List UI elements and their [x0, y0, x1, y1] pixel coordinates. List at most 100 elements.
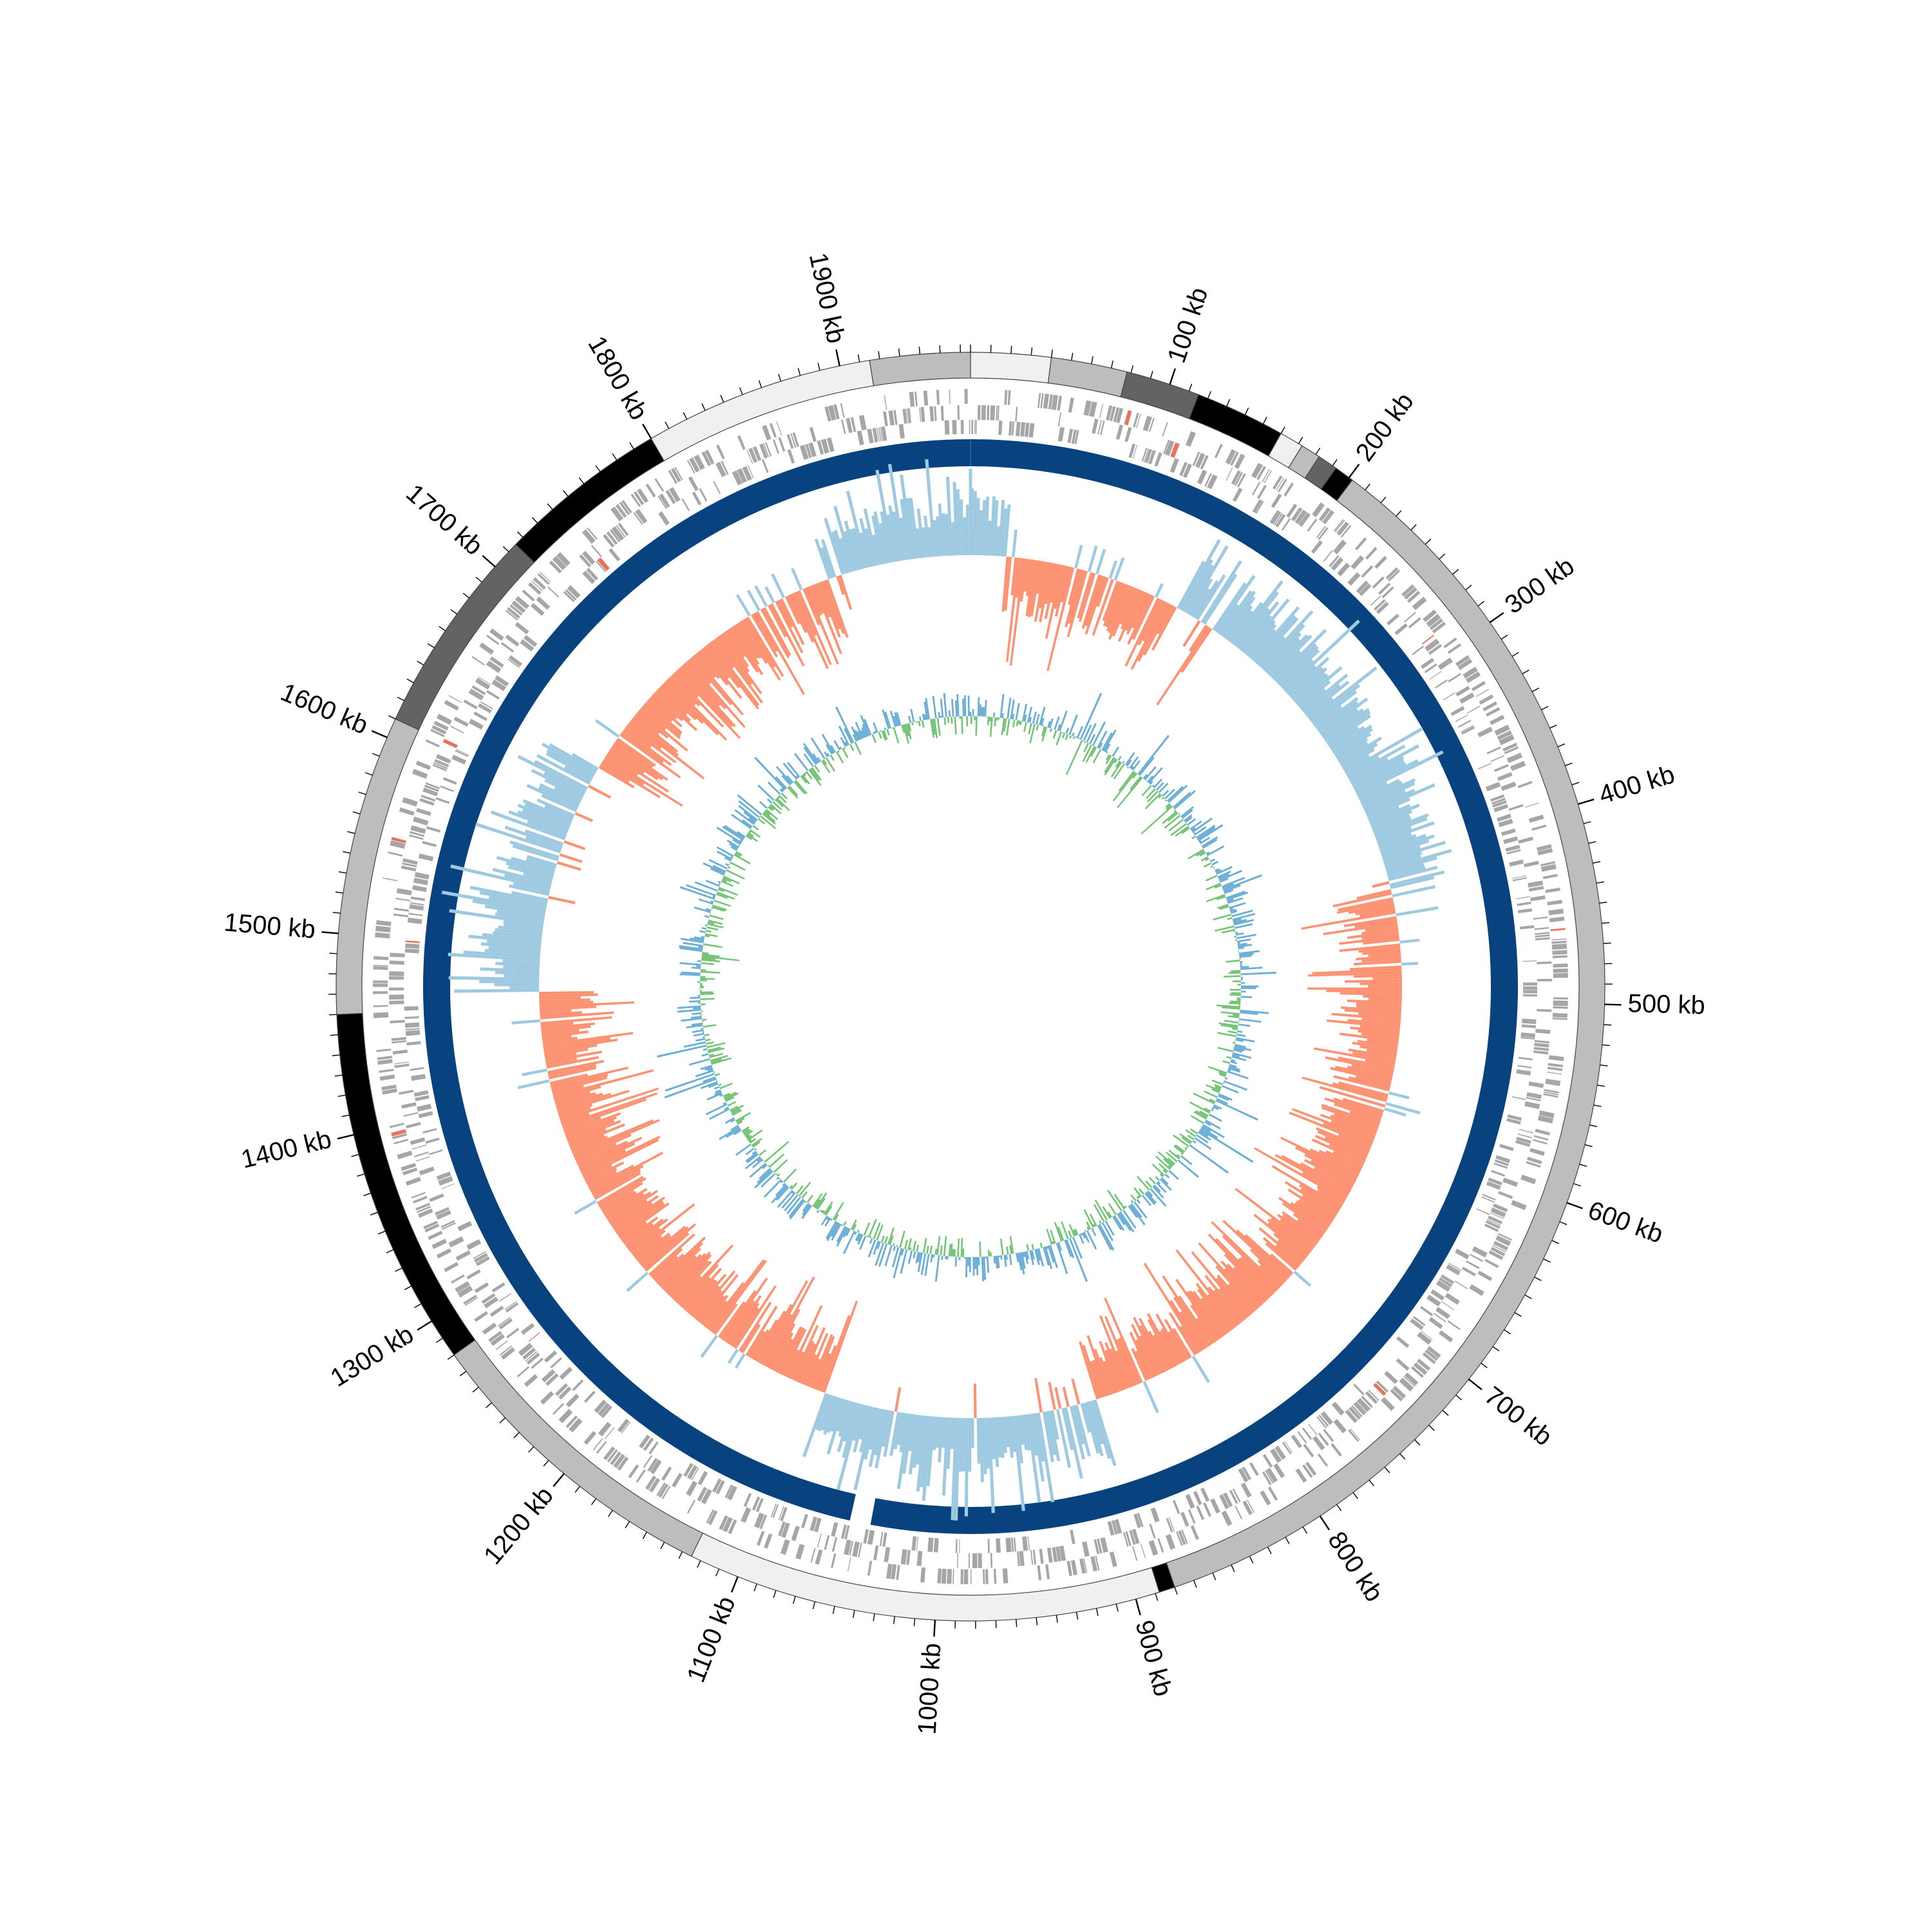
gc-skew-bar	[1074, 544, 1083, 569]
gc-skew-bar	[1129, 1332, 1153, 1379]
gene-feature	[743, 1493, 752, 1507]
gc-content-bar	[1227, 1015, 1240, 1019]
gc-skew-bar	[629, 1227, 661, 1253]
gene-feature	[541, 1369, 556, 1383]
gc-content-bar	[1231, 909, 1253, 918]
gc-skew-bar	[687, 1280, 718, 1314]
gc-skew-bar	[1278, 645, 1319, 686]
gene-feature	[1225, 449, 1236, 465]
gc-content-bar	[1041, 726, 1048, 742]
gc-content-bar	[1193, 831, 1196, 835]
gc-content-bar	[763, 811, 776, 822]
gc-content-bar	[1036, 714, 1040, 724]
gc-content-bar	[1185, 1129, 1197, 1137]
gc-skew-bar	[668, 677, 696, 706]
gc-skew-bar	[1302, 1171, 1348, 1199]
gc-content-bar	[1222, 1060, 1231, 1065]
gc-skew-bar	[590, 1151, 663, 1193]
gc-skew-bar	[1191, 1355, 1210, 1383]
gene-feature	[1528, 880, 1544, 888]
gc-content-bar	[1229, 989, 1241, 991]
gene-feature	[1406, 591, 1421, 603]
gc-content-bar	[1037, 1248, 1045, 1267]
gc-skew-bar	[1060, 566, 1072, 603]
gc-content-bar	[907, 715, 912, 723]
gc-skew-bar	[831, 531, 847, 574]
gc-content-bar	[695, 1070, 714, 1077]
gc-skew-bar	[1084, 576, 1106, 635]
gc-content-bar	[1105, 754, 1111, 761]
gene-feature	[1230, 451, 1239, 466]
minor-tick	[665, 421, 670, 429]
gc-content-bar	[664, 1077, 717, 1099]
gc-content-bar	[725, 1128, 741, 1139]
gc-skew-bar	[504, 874, 551, 888]
minor-tick	[1571, 782, 1580, 786]
gene-feature	[810, 1548, 816, 1563]
gc-skew-bar	[1280, 649, 1320, 688]
gc-content-bar	[1137, 1175, 1150, 1191]
gc-content-bar	[657, 1045, 707, 1058]
gc-skew-bar	[813, 583, 842, 654]
gc-skew-bar	[523, 872, 553, 883]
minor-tick	[414, 1303, 422, 1309]
gc-content-bar	[1236, 1034, 1246, 1037]
gene-feature	[1459, 692, 1475, 704]
gene-feature	[952, 1569, 954, 1584]
gc-content-bar	[1216, 1097, 1228, 1105]
gene-feature	[397, 1150, 413, 1159]
gc-skew-bar	[1338, 897, 1394, 911]
gc-skew-bar	[1355, 759, 1419, 793]
gene-feature	[451, 1274, 465, 1284]
gc-skew-bar	[1359, 781, 1403, 804]
gc-skew-bar	[938, 503, 945, 556]
gc-content-bar	[1237, 983, 1241, 986]
gc-content-bar	[896, 1245, 898, 1247]
gc-skew-bar	[1095, 549, 1106, 575]
gene-feature	[498, 1293, 511, 1302]
gc-content-bar	[899, 1230, 905, 1248]
gc-content-bar	[1233, 1041, 1236, 1044]
gene-feature	[1504, 746, 1519, 755]
gene-feature	[723, 1517, 733, 1533]
gc-skew-bar	[1264, 632, 1302, 672]
gc-skew-bar	[1300, 1162, 1352, 1192]
gc-skew-bar	[1088, 1401, 1104, 1444]
gc-skew-bar	[536, 753, 591, 785]
minor-tick	[878, 351, 880, 359]
gene-feature	[399, 807, 415, 816]
gc-skew-bar	[1142, 1381, 1159, 1414]
gc-content-bar	[704, 914, 710, 918]
gene-feature	[1499, 734, 1515, 746]
gc-content-bar	[940, 715, 942, 718]
gc-skew-bar	[1291, 667, 1327, 700]
gc-content-bar	[695, 1037, 706, 1042]
gc-skew-bar	[621, 1221, 647, 1242]
gene-feature	[1336, 521, 1349, 536]
gc-skew-bar	[1330, 1066, 1392, 1084]
gc-skew-bar	[1099, 1341, 1120, 1393]
gc-content-bar	[1227, 898, 1234, 902]
gene-feature	[902, 408, 907, 424]
gene-feature	[1372, 576, 1385, 589]
gc-content-bar	[736, 1117, 745, 1124]
gc-content-bar	[832, 1202, 844, 1220]
gc-skew-bar	[874, 1409, 887, 1456]
gene-feature	[658, 1483, 668, 1498]
gene-feature	[457, 1285, 473, 1298]
gc-skew-bar	[1069, 1406, 1086, 1460]
gc-content-bar	[861, 727, 867, 738]
gc-skew-bar	[1351, 756, 1405, 786]
gc-skew-bar	[549, 743, 598, 773]
gene-feature	[1494, 1159, 1509, 1166]
minor-tick	[1540, 706, 1549, 710]
gc-skew-bar	[559, 853, 583, 864]
gc-skew-bar	[1356, 750, 1444, 796]
gc-content-bar	[786, 1196, 802, 1215]
gc-content-bar	[1236, 997, 1241, 999]
minor-tick	[1244, 407, 1249, 415]
gc-content-bar	[781, 788, 785, 791]
gc-content-bar	[986, 1256, 990, 1273]
gene-feature	[389, 971, 404, 976]
gc-content-bar	[1232, 1014, 1240, 1017]
